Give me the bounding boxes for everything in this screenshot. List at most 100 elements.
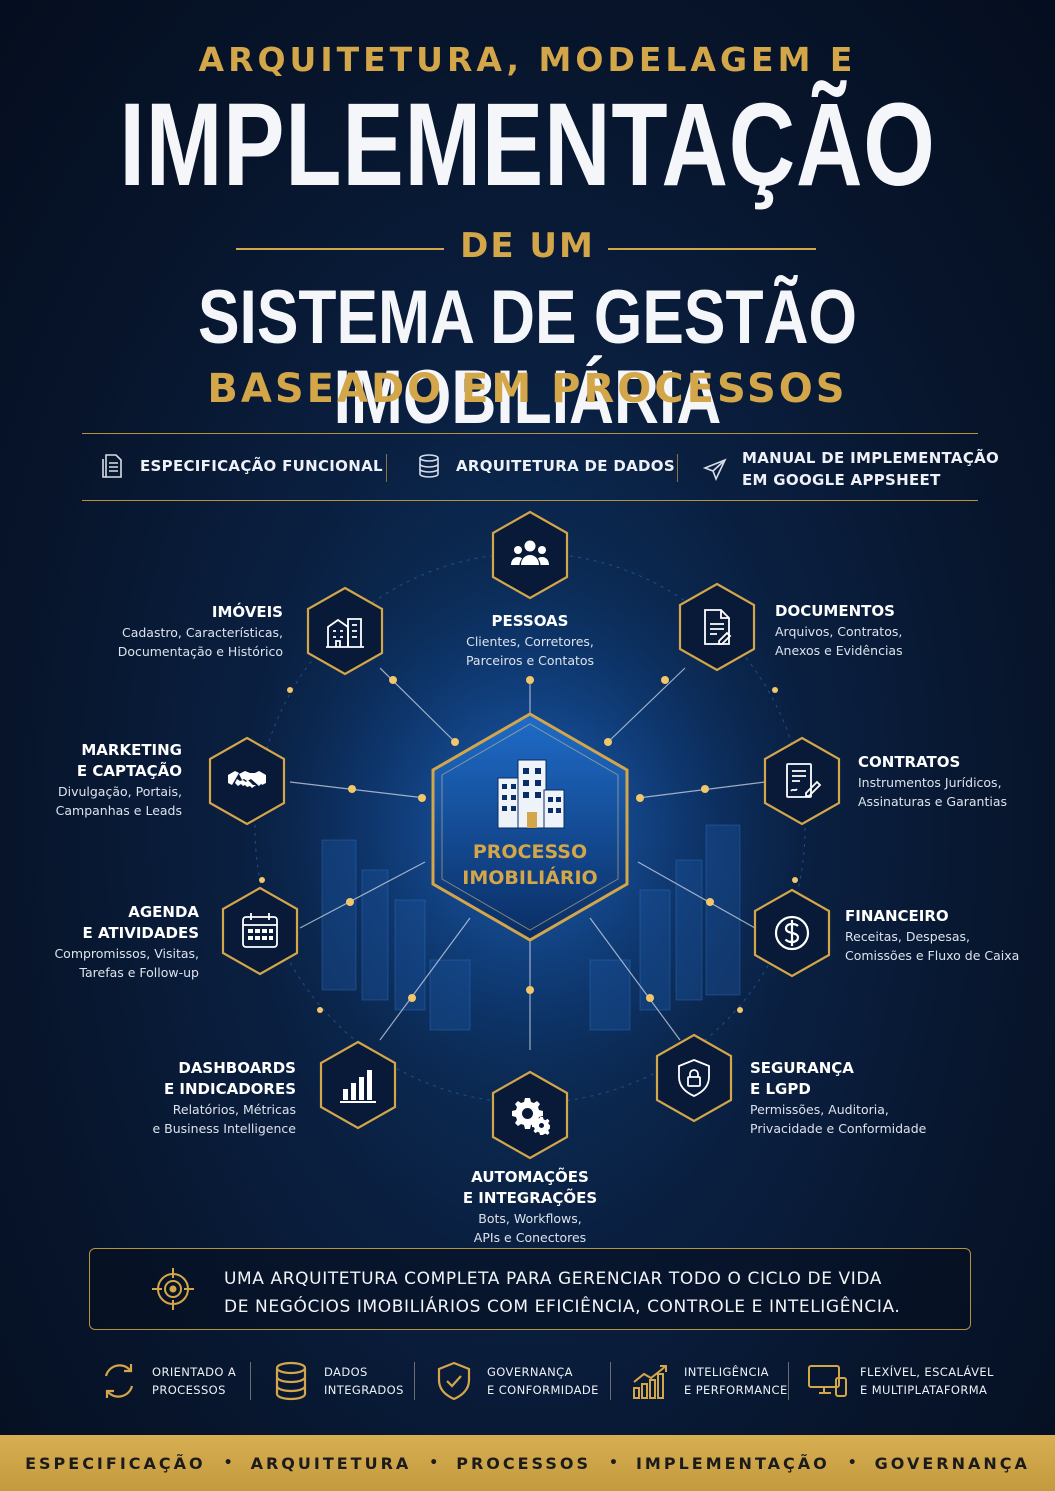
label-marketing: MARKETING E CAPTAÇÃO Divulgação, Portais… — [40, 740, 182, 821]
node-automacoes — [490, 1070, 570, 1160]
building-icon — [497, 759, 565, 829]
node-title-line1: AGENDA — [128, 903, 199, 921]
database-icon — [419, 454, 439, 478]
node-title-line2: E INTEGRAÇÕES — [462, 1189, 598, 1207]
label-automacoes: AUTOMAÇÕES E INTEGRAÇÕES Bots, Workflows… — [430, 1167, 630, 1248]
pillar-line2: PROCESSOS — [152, 1383, 226, 1397]
node-title: FINANCEIRO — [845, 907, 949, 925]
header-base-line: BASEADO EM PROCESSOS — [207, 366, 848, 412]
node-desc-line1: Cadastro, Características, — [121, 625, 283, 640]
node-contratos — [762, 736, 842, 826]
pillar-line2: E MULTIPLATAFORMA — [860, 1383, 988, 1397]
node-desc-line1: Arquivos, Contratos, — [775, 624, 903, 639]
city-skyline — [321, 824, 741, 1031]
connector-line-left — [236, 248, 444, 250]
pillar-governance: GOVERNANÇA E CONFORMIDADE — [433, 1360, 599, 1402]
node-title: DOCUMENTOS — [775, 602, 895, 620]
database-icon — [275, 1361, 307, 1401]
feature-separator — [386, 454, 387, 482]
shield-check-icon — [437, 1361, 471, 1401]
pillar-line1: DADOS — [324, 1364, 368, 1379]
label-pessoas: PESSOAS Clientes, Corretores, Parceiros … — [440, 611, 620, 671]
pillar-line1: FLEXÍVEL, ESCALÁVEL — [860, 1364, 994, 1379]
statement-line2: DE NEGÓCIOS IMOBILIÁRIOS COM EFICIÊNCIA,… — [224, 1297, 901, 1318]
pillar-line2: E PERFORMANCE — [684, 1383, 788, 1397]
footer-item: PROCESSOS — [456, 1453, 592, 1473]
node-title: IMÓVEIS — [211, 603, 283, 621]
node-desc-line2: Tarefas e Follow-up — [79, 965, 199, 981]
label-agenda: AGENDA E ATIVIDADES Compromissos, Visita… — [40, 902, 199, 983]
statement-text: UMA ARQUITETURA COMPLETA PARA GERENCIAR … — [224, 1265, 944, 1321]
node-desc-line2: e Business Intelligence — [152, 1121, 297, 1137]
footer-item: ARQUITETURA — [250, 1453, 412, 1473]
node-desc-line2: Documentação e Histórico — [117, 644, 283, 660]
pillar-line1: GOVERNANÇA — [487, 1364, 573, 1379]
node-title-line2: E INDICADORES — [163, 1080, 296, 1098]
feature-functional-spec: ESPECIFICAÇÃO FUNCIONAL — [100, 453, 383, 479]
node-desc-line1: Instrumentos Jurídicos, — [858, 775, 1002, 790]
features-top-divider — [82, 433, 978, 434]
node-agenda — [220, 886, 300, 976]
cycle-arrows-icon — [104, 1364, 134, 1398]
node-desc-line2: Privacidade e Conformidade — [750, 1121, 927, 1137]
gears-icon — [512, 1098, 550, 1135]
contract-icon — [786, 763, 822, 798]
pillar-separator — [250, 1362, 251, 1400]
node-financeiro — [752, 888, 832, 978]
target-icon — [152, 1268, 194, 1310]
label-seguranca: SEGURANÇA E LGPD Permissões, Auditoria, … — [750, 1058, 950, 1139]
feature-separator — [677, 454, 678, 482]
statement-box — [89, 1248, 971, 1330]
pillar-processes: ORIENTADO A PROCESSOS — [98, 1360, 236, 1402]
node-desc-line2: Parceiros e Contatos — [465, 653, 595, 669]
node-desc-line1: Clientes, Corretores, — [466, 634, 594, 649]
node-desc-line2: Campanhas e Leads — [55, 803, 182, 819]
feature-label: ESPECIFICAÇÃO FUNCIONAL — [140, 457, 383, 475]
label-dashboards: DASHBOARDS E INDICADORES Relatórios, Mét… — [100, 1058, 297, 1139]
label-contratos: CONTRATOS Instrumentos Jurídicos, Assina… — [858, 752, 1048, 812]
center-title-line1: PROCESSO — [472, 841, 588, 863]
pillar-line2: INTEGRADOS — [324, 1383, 404, 1397]
node-marketing — [207, 736, 287, 826]
node-desc-line2: Comissões e Fluxo de Caixa — [845, 948, 1020, 964]
footer-separator: • — [429, 1455, 439, 1471]
pillar-line1: ORIENTADO A — [152, 1364, 237, 1379]
people-icon — [511, 540, 549, 565]
footer-bar: ESPECIFICAÇÃO • ARQUITETURA • PROCESSOS … — [0, 1435, 1055, 1491]
footer-separator: • — [847, 1455, 857, 1471]
footer-item: GOVERNANÇA — [874, 1453, 1030, 1473]
node-title-line2: E ATIVIDADES — [82, 924, 199, 942]
buildings-icon — [326, 618, 364, 648]
header-top-line: ARQUITETURA, MODELAGEM E — [198, 40, 857, 79]
bar-chart-icon — [340, 1070, 376, 1103]
system-title: SISTEMA DE GESTÃO IMOBILIÁRIA — [197, 275, 858, 440]
pillar-line2: E CONFORMIDADE — [487, 1383, 599, 1397]
center-title-line2: IMOBILIÁRIO — [462, 866, 598, 889]
node-title: PESSOAS — [491, 612, 569, 630]
node-desc-line1: Relatórios, Métricas — [172, 1102, 296, 1117]
node-title-line1: AUTOMAÇÕES — [471, 1168, 589, 1186]
connector-line-right — [608, 248, 816, 250]
footer-item: IMPLEMENTAÇÃO — [635, 1453, 830, 1473]
footer-item: ESPECIFICAÇÃO — [25, 1453, 206, 1473]
node-documentos — [677, 582, 757, 672]
pillar-line1: INTELIGÊNCIA — [684, 1364, 769, 1379]
growth-chart-icon — [633, 1365, 667, 1399]
label-documentos: DOCUMENTOS Arquivos, Contratos, Anexos e… — [775, 601, 975, 661]
pillar-flexibility: FLEXÍVEL, ESCALÁVEL E MULTIPLATAFORMA — [806, 1360, 994, 1402]
node-dashboards — [318, 1040, 398, 1130]
footer-separator: • — [223, 1455, 233, 1471]
devices-icon — [808, 1365, 847, 1397]
orbit-ring — [254, 552, 806, 1104]
pillar-intelligence: INTELIGÊNCIA E PERFORMANCE — [630, 1360, 788, 1402]
node-title-line2: E LGPD — [750, 1080, 811, 1098]
node-desc-line1: Bots, Workflows, — [478, 1211, 582, 1226]
calendar-icon — [242, 913, 278, 948]
pillar-separator — [610, 1362, 611, 1400]
feature-label-line2: EM GOOGLE APPSHEET — [742, 470, 941, 489]
node-seguranca — [654, 1033, 734, 1123]
node-imoveis — [305, 586, 385, 676]
node-desc-line2: Anexos e Evidências — [775, 643, 903, 659]
paper-plane-icon — [702, 458, 727, 481]
label-imoveis: IMÓVEIS Cadastro, Características, Docum… — [100, 602, 283, 662]
